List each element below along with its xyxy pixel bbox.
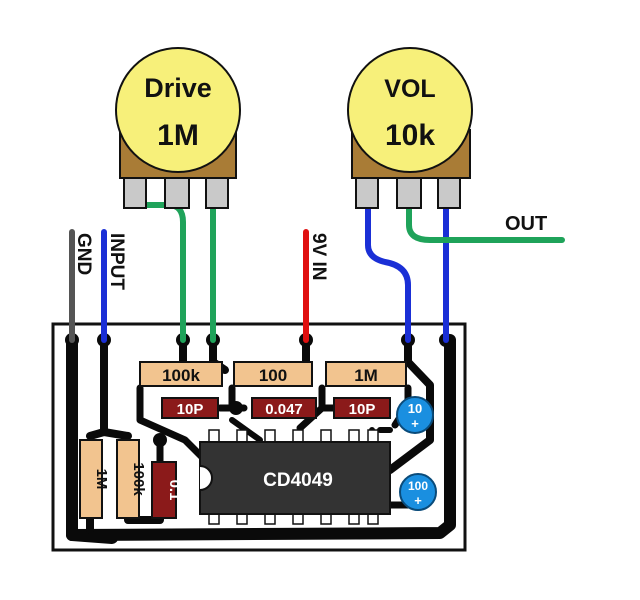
potentiometer-drive: Drive 1M [115, 47, 241, 209]
vol-value: 10k [385, 119, 435, 152]
ic-body [199, 441, 391, 515]
capacitor-0047: 0.047 [251, 397, 317, 419]
svg-text:0.047: 0.047 [265, 401, 303, 418]
resistor-1m-left: 1M [79, 439, 110, 519]
capacitor-10p-left: 10P [161, 397, 219, 419]
svg-text:1M: 1M [93, 469, 110, 490]
resistor-100k: 100k [139, 361, 223, 387]
wires [69, 202, 565, 343]
svg-text:+: + [414, 493, 422, 508]
svg-text:100: 100 [259, 366, 287, 385]
capacitor-10p-right: 10P [333, 397, 391, 419]
wire-drive-a [132, 202, 186, 343]
svg-text:10P: 10P [177, 401, 204, 418]
pad-junction [229, 401, 243, 415]
svg-text:+: + [411, 416, 419, 431]
drive-knob [115, 47, 241, 173]
resistor-100k-left: 100k [116, 439, 147, 519]
ic-chip: CD4049 [199, 429, 391, 525]
drive-value: 1M [157, 119, 199, 152]
potentiometer-vol: VOL 10k [347, 47, 473, 209]
pad-junction-2 [153, 433, 167, 447]
vol-knob [347, 47, 473, 173]
ic-notch [199, 465, 213, 491]
label-out: OUT [505, 213, 547, 235]
svg-text:0.1: 0.1 [166, 480, 183, 501]
label-gnd: GND [73, 233, 94, 275]
drive-name: Drive [144, 73, 212, 103]
ic-label: CD4049 [263, 470, 333, 491]
svg-text:100k: 100k [130, 462, 147, 496]
wire-vol-a [365, 202, 411, 343]
wire-out [406, 202, 565, 243]
resistor-1m-top: 1M [325, 361, 407, 387]
electrolytic-cap-10: 10 + [396, 396, 434, 434]
svg-text:1M: 1M [354, 366, 378, 385]
svg-text:10: 10 [408, 401, 422, 416]
vol-name: VOL [384, 75, 435, 103]
label-9v-in: 9V IN [308, 233, 329, 281]
svg-text:10P: 10P [349, 401, 376, 418]
electrolytic-cap-100: 100 + [399, 473, 437, 511]
capacitor-01: 0.1 [151, 461, 183, 519]
label-input: INPUT [106, 233, 127, 290]
resistor-100: 100 [233, 361, 313, 387]
svg-text:100k: 100k [162, 366, 200, 385]
svg-text:100: 100 [408, 479, 428, 493]
